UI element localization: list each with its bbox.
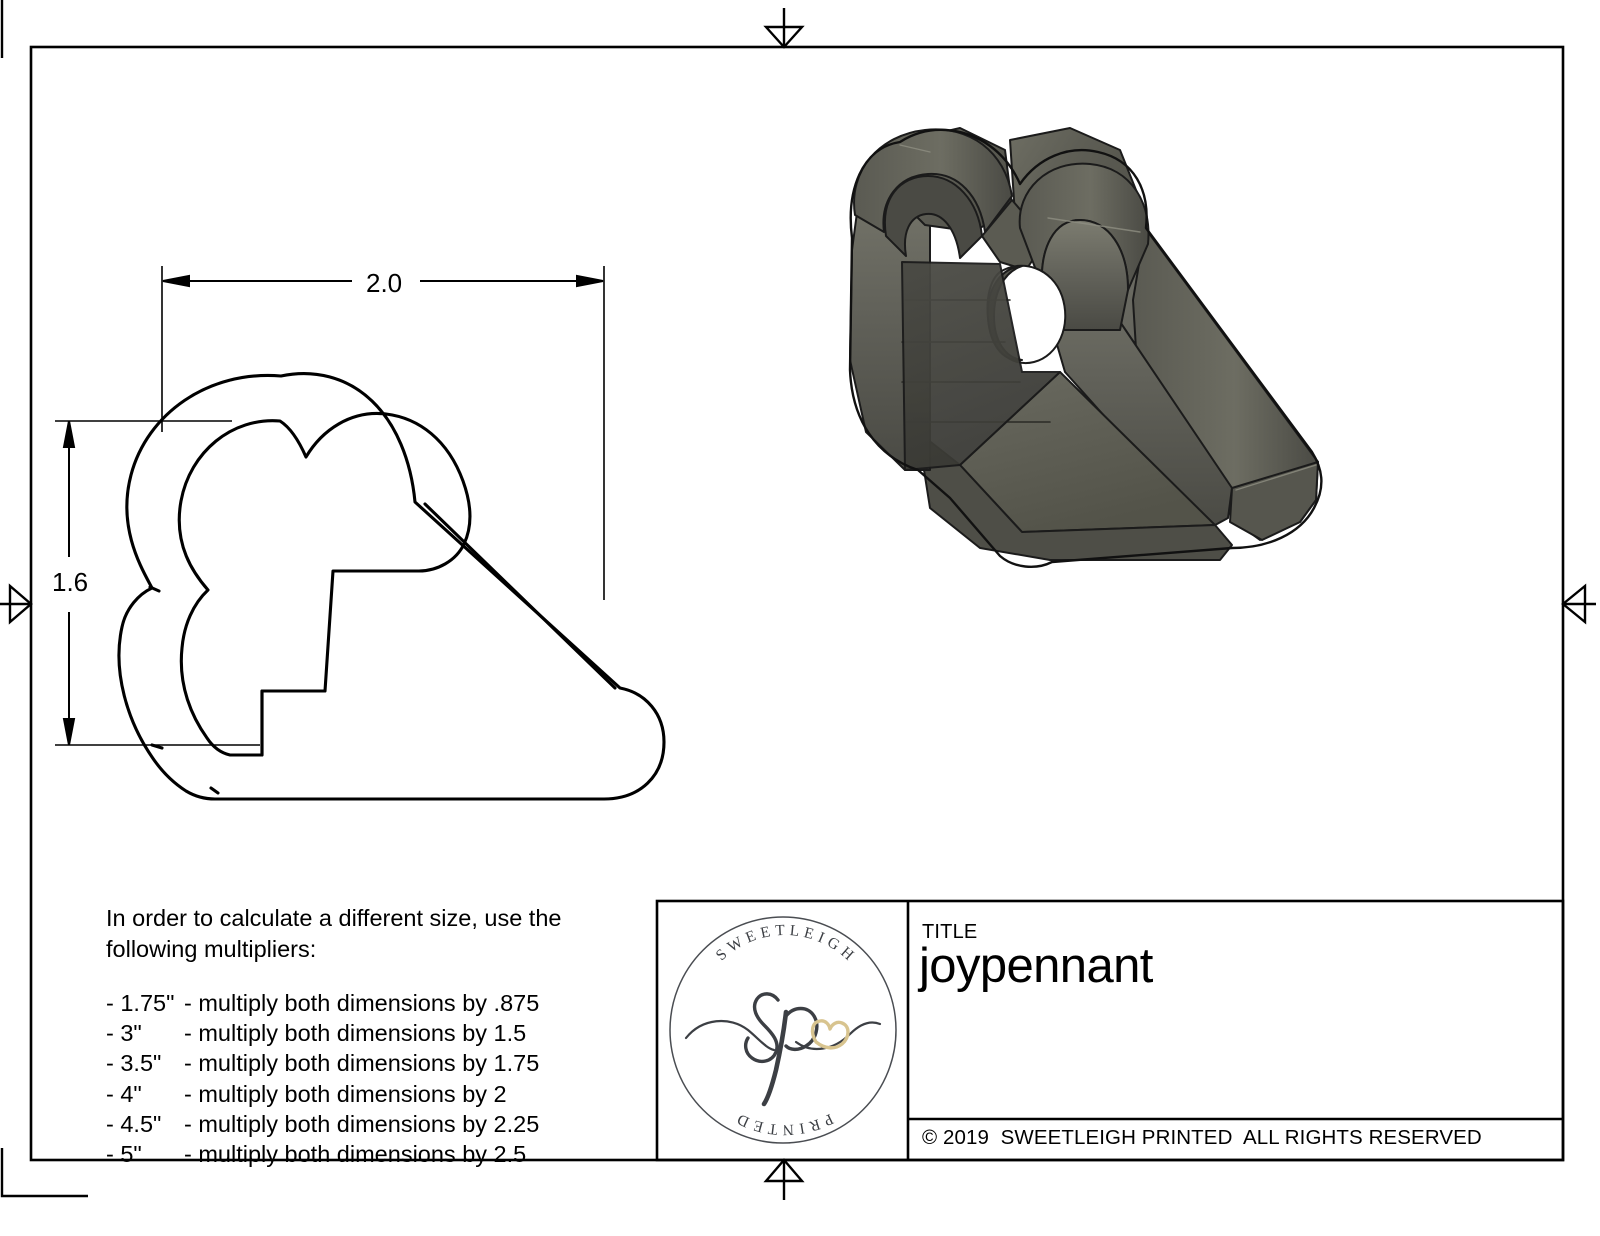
- registration-marks: [0, 0, 88, 1198]
- part-outline-outer: [117, 372, 666, 801]
- logo-heart: [810, 1019, 850, 1050]
- note-size: - 4.5": [106, 1110, 162, 1137]
- note-size: - 1.75": [106, 990, 175, 1016]
- center-mark-bottom: [763, 1158, 805, 1200]
- title-value: joypennant: [919, 939, 1153, 993]
- model-3d-view: [848, 127, 1323, 568]
- logo-arc-text-bottom: P R I N T E D: [734, 1110, 836, 1138]
- dimension-height-label: 1.6: [52, 567, 89, 597]
- model-body-lower-band: [917, 431, 1233, 561]
- note-text: - multiply both dimensions by .875: [184, 990, 540, 1016]
- notes-heading: In order to calculate a different size, …: [106, 905, 562, 963]
- note-row: - 3" - multiply both dimensions by 1.5: [106, 1018, 539, 1048]
- company-logo: S W E E T L E I G H P R I N T E D: [669, 916, 897, 1144]
- dimension-width-label: 2.0: [366, 268, 403, 298]
- part-outline-notches: [148, 585, 220, 795]
- note-text: - multiply both dimensions by 1.5: [184, 1020, 527, 1047]
- copyright-notice: © 2019 SWEETLEIGH PRINTED ALL RIGHTS RES…: [922, 1126, 1482, 1149]
- note-size: - 4": [106, 1080, 142, 1107]
- center-mark-right: [1561, 583, 1596, 625]
- note-size: - 3.5": [106, 1050, 162, 1077]
- note-row: - 4" - multiply both dimensions by 2: [106, 1079, 539, 1109]
- model-silhouette: [848, 128, 1323, 568]
- notes-list: - 1.75" - multiply both dimensions by .87…: [106, 988, 539, 1169]
- dimension-extension-lines: [55, 266, 605, 746]
- note-row: - 5" - multiply both dimensions by 2.5: [106, 1139, 539, 1169]
- center-mark-left: [0, 583, 33, 625]
- part-outline-flag-diagonal: [260, 502, 617, 757]
- note-text: - multiply both dimensions by 1.75: [184, 1050, 540, 1077]
- note-text: - multiply both dimensions by 2.25: [184, 1110, 540, 1137]
- part-outline-inner: [177, 411, 472, 757]
- model-body-inner-face: [901, 261, 1061, 471]
- logo-circle: [669, 916, 897, 1144]
- model-highlight-edges: [899, 144, 1317, 491]
- logo-monogram: [743, 992, 819, 1107]
- title-label: TITLE: [922, 921, 978, 943]
- note-row: - 3.5" - multiply both dimensions by 1.75: [106, 1048, 539, 1078]
- note-row: - 4.5" - multiply both dimensions by 2.25: [106, 1109, 539, 1139]
- note-row: - 1.75" - multiply both dimensions by .87…: [106, 988, 539, 1018]
- dimension-height: [62, 420, 76, 746]
- title-block-borders: [655, 899, 1565, 1162]
- note-text: - multiply both dimensions by 2: [184, 1080, 507, 1107]
- note-size: - 3": [106, 1020, 142, 1047]
- dimension-width: [162, 274, 604, 288]
- note-size: - 5": [106, 1140, 142, 1167]
- note-text: - multiply both dimensions by 2.5: [184, 1140, 527, 1167]
- logo-flourish: [684, 1019, 882, 1052]
- center-mark-top: [763, 8, 805, 49]
